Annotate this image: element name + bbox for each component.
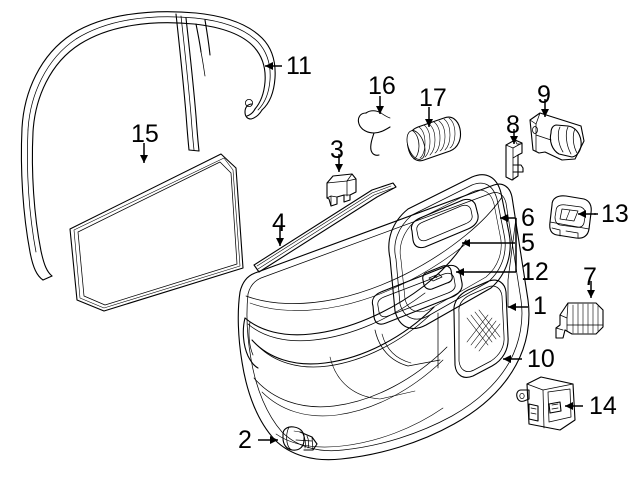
part-handle-bezel-trim: [529, 112, 585, 161]
callout-label-13: 13: [601, 200, 629, 228]
callout-label-5: 5: [521, 229, 535, 257]
speaker-grille: [453, 279, 509, 378]
callout-label-1: 1: [533, 292, 547, 320]
part-ribbed-connector-clip: [555, 302, 604, 339]
part-door-trim-panel: [237, 174, 530, 461]
callout-label-12: 12: [521, 258, 549, 286]
callout-label-9: 9: [537, 81, 551, 109]
callout-label-17: 17: [419, 84, 447, 112]
callout-label-16: 16: [368, 72, 396, 100]
callout-label-4: 4: [272, 209, 286, 237]
part-molding-bracket-clip: [326, 173, 357, 207]
part-corrugated-conduit: [406, 116, 462, 162]
callout-label-3: 3: [330, 136, 344, 164]
callout-label-6: 6: [521, 204, 535, 232]
callout-label-2: 2: [238, 426, 252, 454]
callout-label-7: 7: [583, 263, 597, 291]
handle-bezel-outline: [388, 174, 511, 329]
leader-lines: [140, 62, 598, 444]
part-cable-wire: [357, 110, 391, 156]
callout-label-10: 10: [527, 345, 555, 373]
part-door-glass: [69, 153, 244, 312]
part-window-run-channel: [20, 11, 276, 281]
part-window-switch: [549, 195, 592, 239]
callout-label-11: 11: [286, 52, 312, 80]
part-door-lock-actuator: [516, 376, 576, 431]
part-end-cap: [505, 139, 524, 181]
switch-bezel: [371, 264, 463, 325]
callout-label-14: 14: [589, 392, 617, 420]
callout-label-8: 8: [506, 111, 520, 139]
callout-label-15: 15: [131, 120, 159, 148]
